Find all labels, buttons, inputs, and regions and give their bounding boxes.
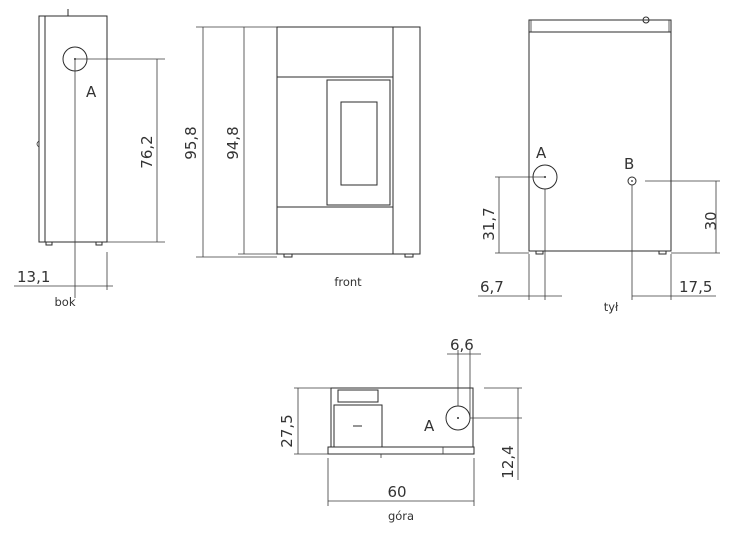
marker-b-label: B xyxy=(624,155,634,173)
back-body xyxy=(528,19,672,252)
view-caption: bok xyxy=(55,295,76,309)
door-frame xyxy=(326,79,391,206)
marker-a-label: A xyxy=(536,144,547,162)
dim-a-height-label: 31,7 xyxy=(480,207,498,240)
dim-offset-label: 13,1 xyxy=(17,268,50,286)
marker-a-label: A xyxy=(424,417,435,435)
pellet-hopper xyxy=(333,404,383,448)
dim-pipe-diameter-label: 6,6 xyxy=(450,336,474,354)
top-body xyxy=(330,387,474,448)
dim-b-offset-label: 17,5 xyxy=(679,278,712,296)
top-view: A 6,6 27,5 12,4 60 góra xyxy=(278,336,522,523)
back-view: A B 31,7 30 6,7 17,5 tył xyxy=(478,16,720,314)
dim-pipe-offset-label: 12,4 xyxy=(499,445,517,478)
top-base xyxy=(327,446,475,455)
control-panel xyxy=(337,389,379,403)
front-view: 95,8 94,8 front xyxy=(182,26,421,289)
dim-body-height-label: 94,8 xyxy=(224,126,242,159)
dim-total-height-label: 95,8 xyxy=(182,126,200,159)
view-caption: góra xyxy=(388,509,414,523)
dim-width-label: 60 xyxy=(387,483,406,501)
dim-depth-label: 27,5 xyxy=(278,414,296,447)
side-view: A 76,2 13,1 bok xyxy=(14,9,165,309)
view-caption: tył xyxy=(604,300,619,314)
door-glass xyxy=(340,101,378,186)
dim-height-label: 76,2 xyxy=(138,135,156,168)
dim-a-offset-label: 6,7 xyxy=(480,278,504,296)
dim-b-height-label: 30 xyxy=(702,211,720,230)
marker-a-label: A xyxy=(86,83,97,101)
view-caption: front xyxy=(334,275,362,289)
side-body xyxy=(38,15,108,243)
front-body xyxy=(276,26,421,255)
